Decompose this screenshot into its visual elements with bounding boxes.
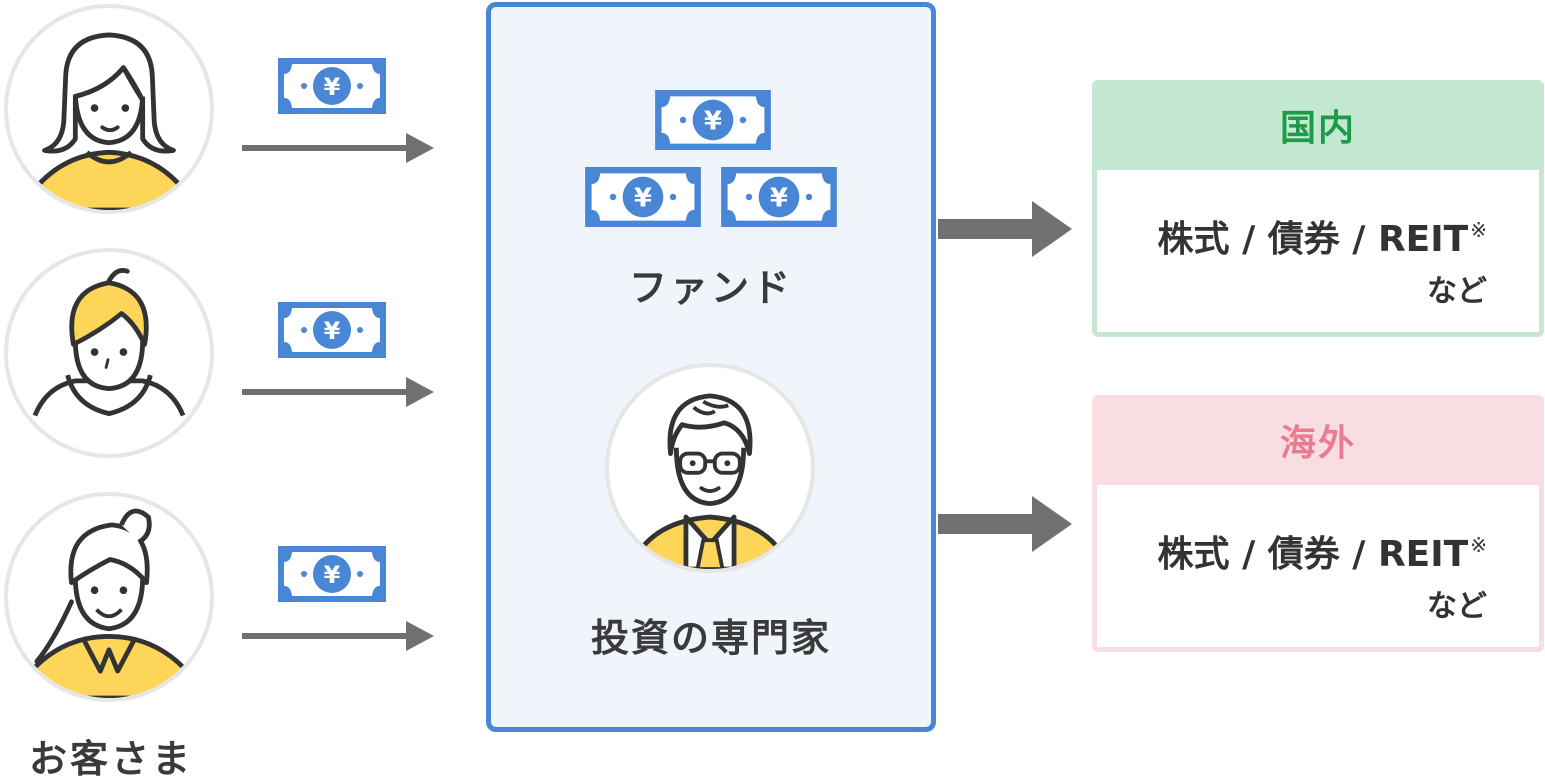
region-title: 海外 [1279, 423, 1356, 464]
region-body: 株式 / 債券 / REIT※ など [1097, 485, 1539, 647]
elderly-woman-figure-icon [32, 508, 186, 698]
region-title: 国内 [1279, 108, 1356, 149]
footnote-mark: ※ [1470, 218, 1487, 242]
arrow-right-icon [242, 377, 434, 407]
expert-figure-icon [635, 393, 785, 569]
money-bill-icon [278, 302, 386, 358]
region-domestic: 国内 株式 / 債券 / REIT※ など [1092, 80, 1544, 337]
expert-avatar [605, 363, 815, 573]
region-body: 株式 / 債券 / REIT※ など [1097, 170, 1539, 332]
customer-avatar-elderly-woman [4, 492, 214, 702]
asset-types: 株式 / 債券 / REIT※ [1158, 525, 1487, 577]
money-bill-icon [585, 167, 701, 227]
money-bill-icon [278, 58, 386, 114]
customer-avatar-young-man [4, 248, 214, 458]
asset-list: 株式 / 債券 / REIT [1157, 534, 1469, 575]
footnote-mark: ※ [1470, 533, 1487, 557]
money-bill-icon [721, 167, 837, 227]
young-man-figure-icon [32, 268, 186, 417]
arrow-right-icon [938, 496, 1072, 552]
asset-suffix: など [1427, 274, 1487, 309]
asset-list: 株式 / 債券 / REIT [1157, 219, 1469, 260]
arrow-right-icon [242, 133, 434, 163]
money-bill-icon [655, 90, 771, 150]
customer-avatar-woman [4, 4, 214, 214]
customers-label: お客さま [28, 737, 193, 781]
arrow-right-icon [242, 621, 434, 651]
region-overseas: 海外 株式 / 債券 / REIT※ など [1092, 395, 1544, 652]
fund-label: ファンド [628, 266, 793, 310]
expert-label: 投資の専門家 [590, 616, 831, 660]
fund-box: ファンド 投資の専門家 [486, 2, 936, 732]
arrow-right-icon [938, 201, 1072, 257]
asset-suffix: など [1427, 589, 1487, 624]
money-bill-icon [278, 546, 386, 602]
woman-figure-icon [32, 32, 186, 210]
asset-types: 株式 / 債券 / REIT※ [1158, 210, 1487, 262]
